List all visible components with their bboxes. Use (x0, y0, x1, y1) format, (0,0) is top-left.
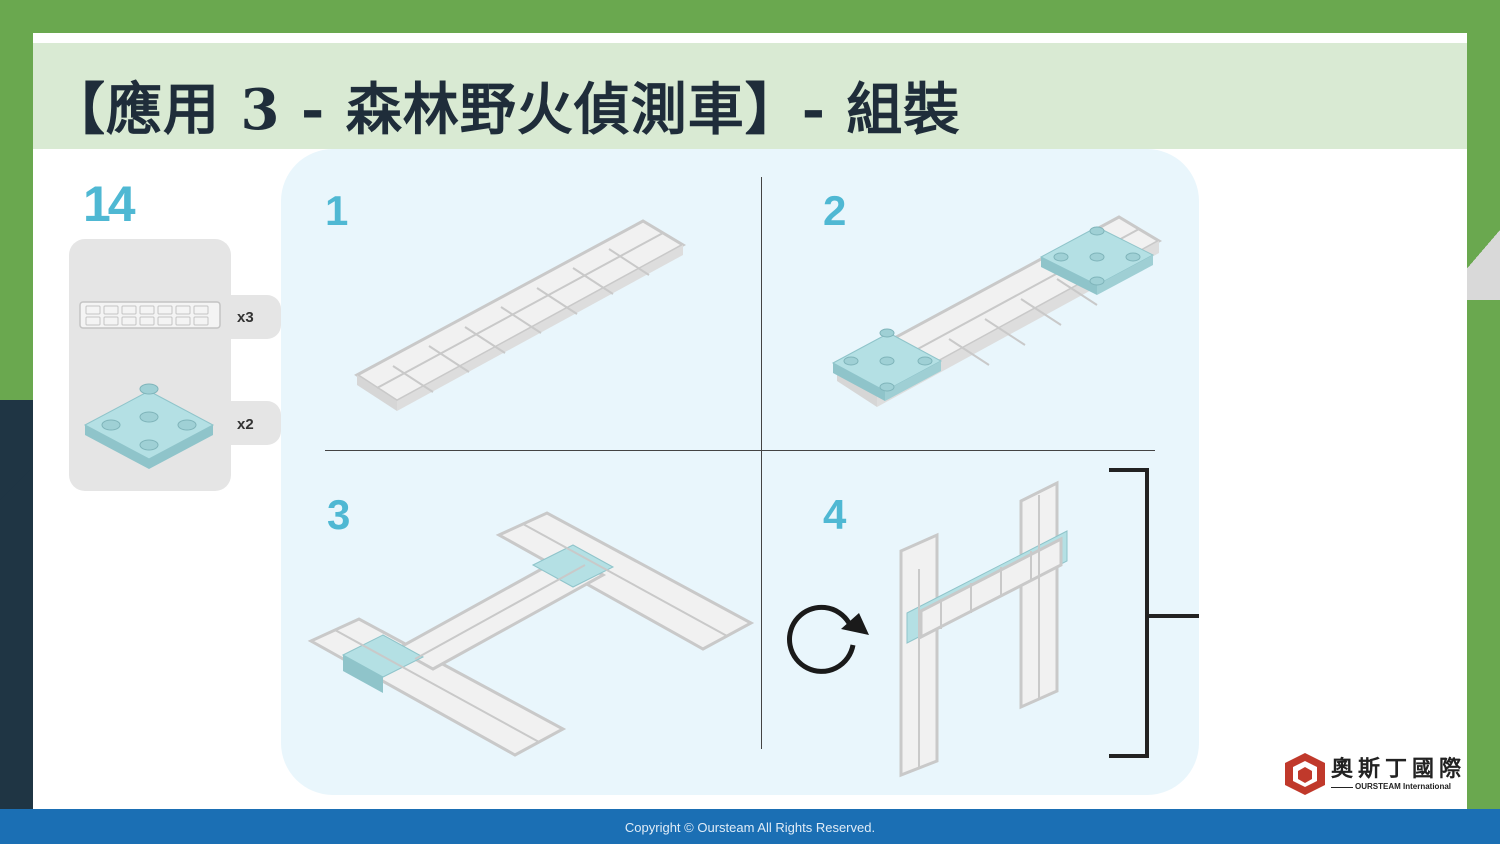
substep-3-number: 3 (327, 491, 351, 538)
divider-horizontal (325, 450, 1155, 451)
qty-tab-beam (229, 295, 281, 339)
qty-label-plate: x2 (237, 416, 254, 433)
qty-tab-plate (229, 401, 281, 445)
rotate-clockwise-icon (787, 604, 869, 674)
instruction-panel: 1 2 3 4 (281, 149, 1199, 795)
copyright-text: Copyright © Oursteam All Rights Reserved… (624, 820, 876, 835)
company-logo: 奧斯丁國際 OURSTEAM International (1283, 749, 1463, 799)
logo-subtitle: OURSTEAM International (1355, 782, 1452, 791)
substep-4-number: 4 (823, 491, 847, 538)
assembly-bracket (1109, 468, 1199, 758)
beam-part-icon (79, 301, 221, 329)
step-number: 14 (83, 176, 136, 232)
qty-label-beam: x3 (237, 309, 254, 326)
substep-3-assembly-illustration (307, 511, 755, 757)
slide: 【應用 3 - 森林野火偵測車】- 組裝 14 x3 (33, 33, 1467, 809)
title-bar: 【應用 3 - 森林野火偵測車】- 組裝 (33, 43, 1467, 149)
substep-1-beam-illustration (354, 219, 687, 411)
logo-name: 奧斯丁國際 (1331, 756, 1467, 781)
footer: Copyright © Oursteam All Rights Reserved… (0, 809, 1500, 844)
substep-1-number: 1 (325, 187, 349, 234)
logo-rule (1331, 787, 1353, 788)
square-plate-part-icon (83, 383, 215, 469)
substep-2-assembly-illustration (831, 215, 1163, 407)
substep-4-assembly-illustration (899, 480, 1068, 778)
parts-panel: x3 x2 (69, 239, 281, 491)
page-title: 【應用 3 - 森林野火偵測車】- 組裝 (49, 77, 961, 143)
divider-vertical (761, 177, 762, 749)
logo-cube-icon (1285, 753, 1325, 795)
substep-2-number: 2 (823, 187, 847, 234)
